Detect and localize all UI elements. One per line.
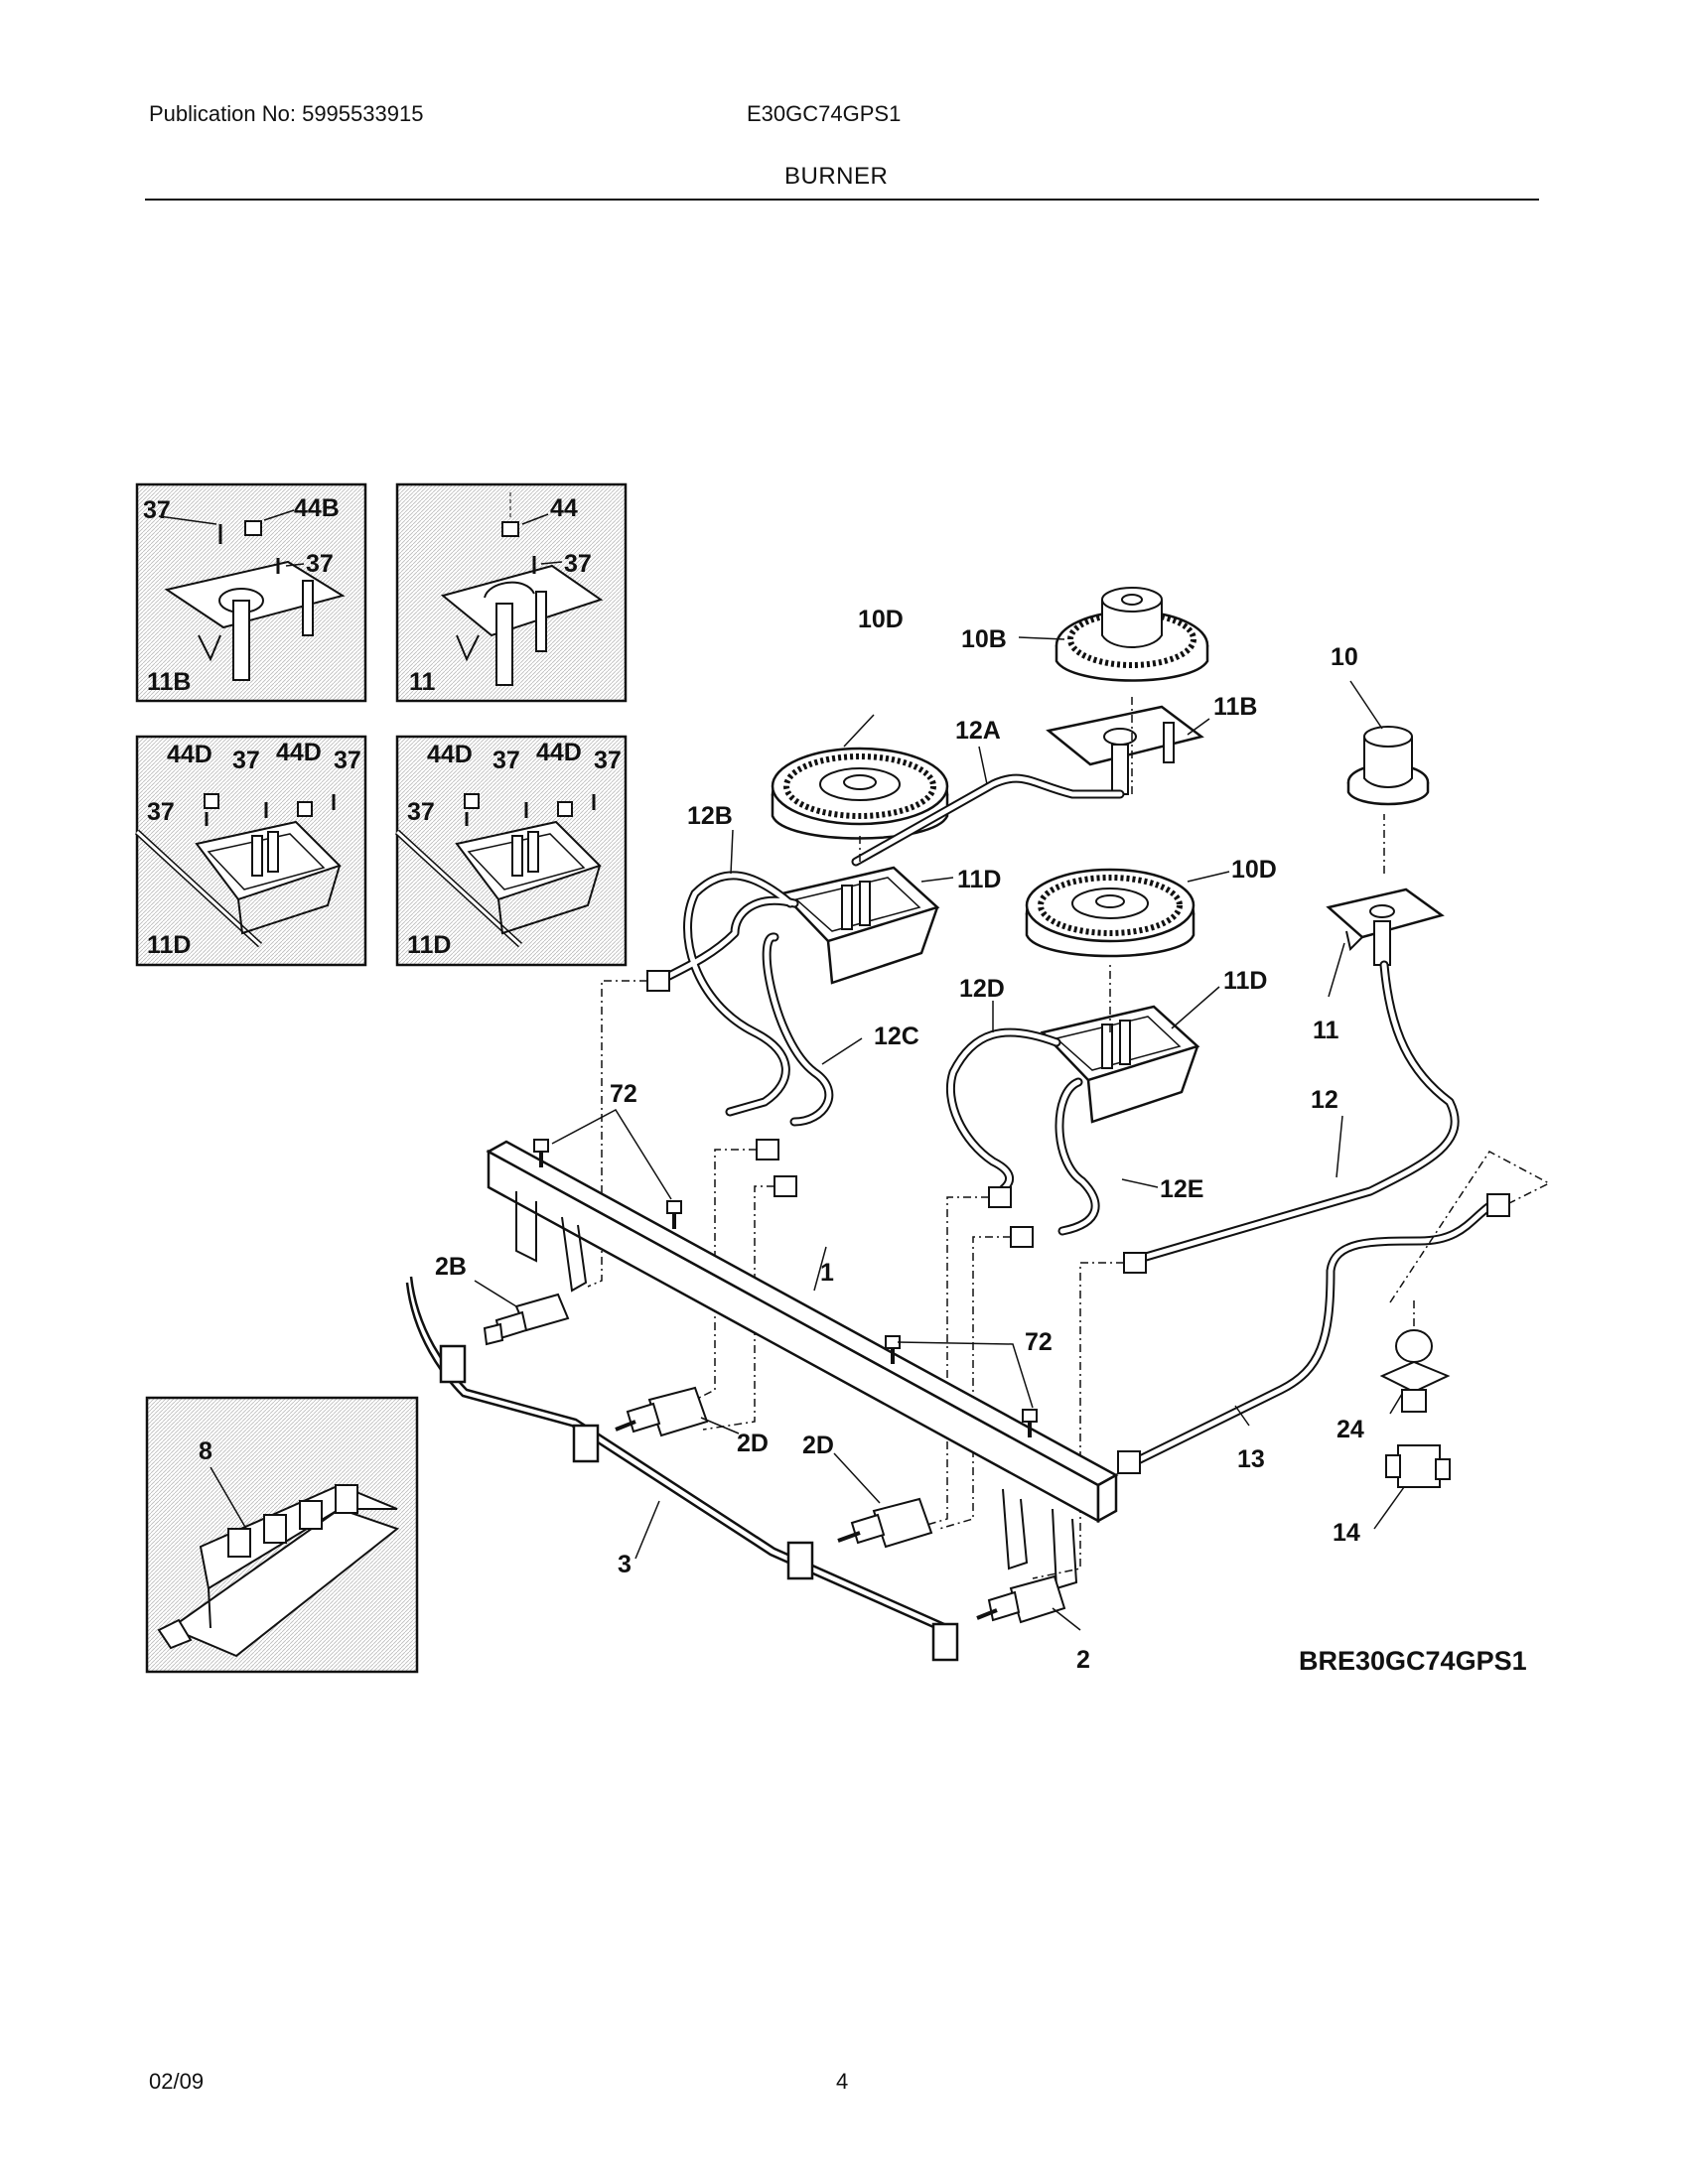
inset-8-spark-module: 8 (145, 1396, 419, 1674)
valve-2D-right (833, 1452, 933, 1549)
label-10B: 10B (961, 625, 1007, 653)
inset-11B-label-37: 37 (143, 496, 171, 524)
label-12B: 12B (687, 802, 733, 830)
inset-11: 44 37 11 (395, 482, 628, 703)
label-1: 1 (820, 1259, 834, 1287)
label-12E: 12E (1160, 1175, 1203, 1203)
screws-72 (533, 1109, 1038, 1437)
inset-11-label-44: 44 (550, 494, 578, 522)
valve-2B (474, 1280, 570, 1346)
inset-11D-left-title: 11D (147, 931, 191, 959)
label-11: 11 (1313, 1017, 1339, 1044)
label-14: 14 (1333, 1519, 1360, 1547)
valve-2D-left (615, 1386, 740, 1437)
section-title: BURNER (784, 163, 889, 190)
label-10D-top: 10D (858, 606, 904, 633)
valve-2 (976, 1574, 1081, 1631)
inset-11D-right-label-44D-b: 44D (536, 739, 582, 766)
label-11D-right: 11D (1223, 967, 1267, 995)
publication-number: Publication No: 5995533915 (149, 101, 424, 126)
inset-11D-right-label-44D-a: 44D (427, 741, 473, 768)
inset-11D-right-label-37-b: 37 (594, 747, 622, 774)
inset-11B: 37 44B 37 11B (135, 482, 367, 703)
inset-11D-left-label-44D-b: 44D (276, 739, 322, 766)
label-72-right: 72 (1025, 1328, 1053, 1356)
regulator-24-14 (1234, 1329, 1451, 1530)
base-11B (1046, 705, 1210, 795)
label-8: 8 (199, 1437, 212, 1465)
inset-11-label-37: 37 (564, 550, 592, 578)
gas-tubes-inner (656, 775, 1492, 1466)
inset-11B-title: 11B (147, 668, 191, 696)
label-13: 13 (1237, 1445, 1265, 1473)
label-2B: 2B (435, 1253, 467, 1281)
base-11D-left (779, 866, 954, 985)
inset-11B-label-44B: 44B (294, 494, 340, 522)
label-11B: 11B (1213, 693, 1257, 721)
header-rule (145, 199, 1539, 201)
leader-lines (730, 746, 1343, 1188)
inset-11D-right-title: 11D (407, 931, 451, 959)
label-24: 24 (1336, 1416, 1364, 1443)
label-12: 12 (1311, 1086, 1338, 1114)
base-11 (1326, 887, 1445, 998)
inset-11D-right-label-37-a: 37 (492, 747, 520, 774)
inset-11D-left-label-44D-a: 44D (167, 741, 212, 768)
model-number: E30GC74GPS1 (747, 101, 902, 126)
inset-11D-left-label-37-b: 37 (334, 747, 361, 774)
inset-11D-left-label-37-c: 37 (147, 798, 175, 826)
burner-10D-right (1025, 868, 1230, 958)
page-number: 4 (836, 2069, 849, 2094)
footer-date: 02/09 (149, 2069, 205, 2094)
inset-11D-right: 44D 37 44D 37 37 11D (394, 735, 628, 967)
label-12C: 12C (874, 1023, 919, 1050)
label-10D-right: 10D (1231, 856, 1277, 884)
label-12A: 12A (955, 717, 1001, 745)
label-72-left: 72 (610, 1080, 637, 1108)
diagram-code: BRE30GC74GPS1 (1299, 1646, 1527, 1676)
burner-10 (1346, 680, 1430, 806)
label-2D-right: 2D (802, 1432, 834, 1459)
label-11D-top: 11D (957, 866, 1001, 893)
label-12D: 12D (959, 975, 1005, 1003)
manifold-1 (486, 1140, 1119, 1590)
label-3: 3 (618, 1551, 632, 1578)
inset-11D-right-label-37-c: 37 (407, 798, 435, 826)
label-10: 10 (1331, 643, 1358, 671)
base-11D-right (1040, 986, 1220, 1124)
inset-11B-label-37b: 37 (306, 550, 334, 578)
inset-11D-left: 44D 37 44D 37 37 11D (134, 735, 367, 967)
label-2D-left: 2D (737, 1430, 769, 1457)
label-2: 2 (1076, 1646, 1090, 1674)
burner-10B (1018, 587, 1209, 682)
burner-10D-left (771, 714, 949, 840)
inset-11D-left-label-37-a: 37 (232, 747, 260, 774)
inset-11-title: 11 (409, 668, 436, 696)
harness-3 (405, 1276, 959, 1662)
